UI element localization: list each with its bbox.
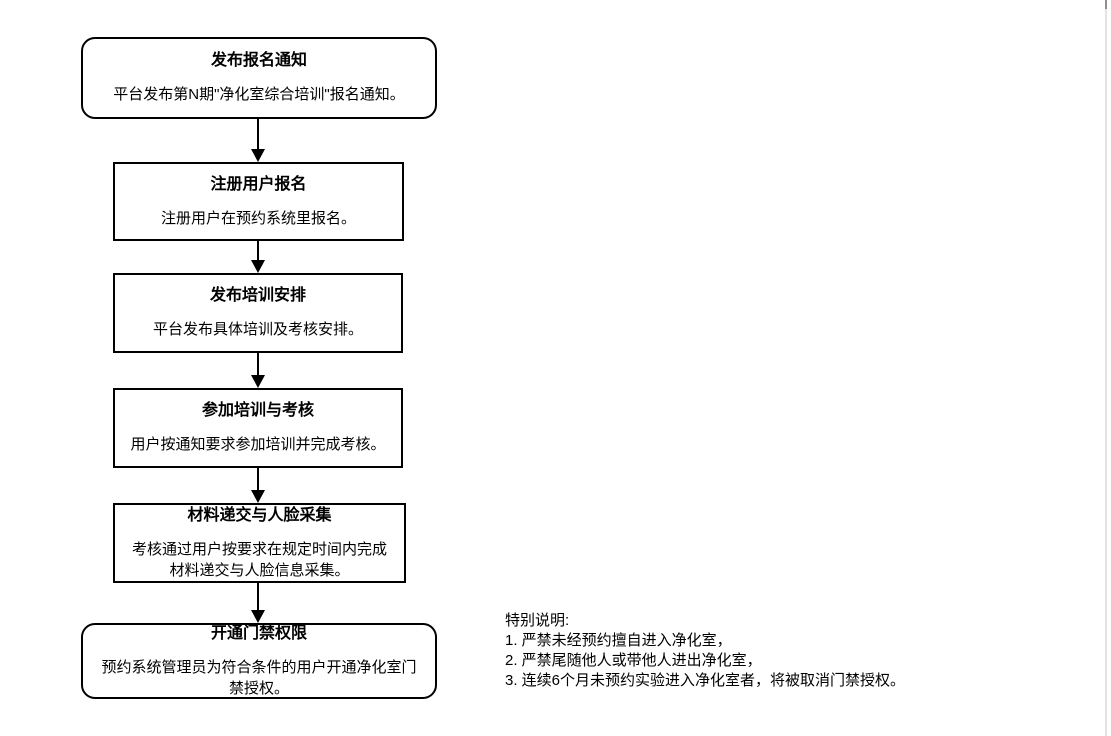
special-note-item-1: 1. 严禁未经预约擅自进入净化室， [505,632,732,649]
special-note-item-2: 2. 严禁尾随他人或带他人进出净化室， [505,652,762,669]
arrow-shaft [257,119,259,149]
flow-box-attend-training-exam: 参加培训与考核 用户按通知要求参加培训并完成考核。 [113,388,403,468]
special-note: 特别说明: 1. 严禁未经预约擅自进入净化室， 2. 严禁尾随他人或带他人进出净… [505,611,905,691]
flow-box-title: 参加培训与考核 [201,402,314,419]
flow-box-material-submission-face-collection: 材料递交与人脸采集 考核通过用户按要求在规定时间内完成 材料递交与人脸信息采集。 [113,503,406,583]
flow-arrow-down [251,241,265,273]
flow-box-title: 注册用户报名 [210,175,307,193]
arrow-head-icon [251,490,265,503]
flow-box-title: 发布培训安排 [209,287,306,304]
flow-box-title: 开通门禁权限 [210,624,307,642]
flow-box-publish-training-schedule: 发布培训安排 平台发布具体培训及考核安排。 [113,273,403,353]
arrow-head-icon [251,375,265,388]
flow-arrow-down [251,583,265,623]
flow-box-publish-registration-notice: 发布报名通知 平台发布第N期"净化室综合培训"报名通知。 [81,37,437,119]
flow-box-body: 平台发布第N期"净化室综合培训"报名通知。 [113,86,405,103]
special-note-item-3: 3. 连续6个月未预约实验进入净化室者，将被取消门禁授权。 [505,672,906,689]
vertical-scrollbar-track[interactable] [1105,0,1107,736]
flow-arrow-down [251,468,265,503]
vertical-scrollbar-thumb[interactable] [1105,0,1107,9]
arrow-shaft [257,468,259,490]
arrow-shaft [257,583,259,610]
flow-box-body: 注册用户在预约系统里报名。 [160,209,356,227]
flow-box-body: 用户按通知要求参加培训并完成考核。 [130,436,386,453]
arrow-shaft [257,241,259,260]
flow-box-title: 材料递交与人脸采集 [187,506,332,524]
arrow-head-icon [251,260,265,273]
flow-box-title: 发布报名通知 [210,52,307,69]
flow-box-body: 平台发布具体培训及考核安排。 [152,321,363,338]
special-note-title: 特别说明: [505,612,570,629]
flow-box-grant-door-access: 开通门禁权限 预约系统管理员为符合条件的用户开通净化室门 禁授权。 [81,623,437,699]
flow-box-body: 预约系统管理员为符合条件的用户开通净化室门 禁授权。 [101,658,417,697]
flow-arrow-down [251,353,265,388]
flow-arrow-down [251,119,265,162]
arrow-head-icon [251,149,265,162]
arrow-head-icon [251,610,265,623]
flow-box-user-registration: 注册用户报名 注册用户在预约系统里报名。 [113,162,404,241]
flow-box-body: 考核通过用户按要求在规定时间内完成 材料递交与人脸信息采集。 [131,540,387,579]
arrow-shaft [257,353,259,375]
